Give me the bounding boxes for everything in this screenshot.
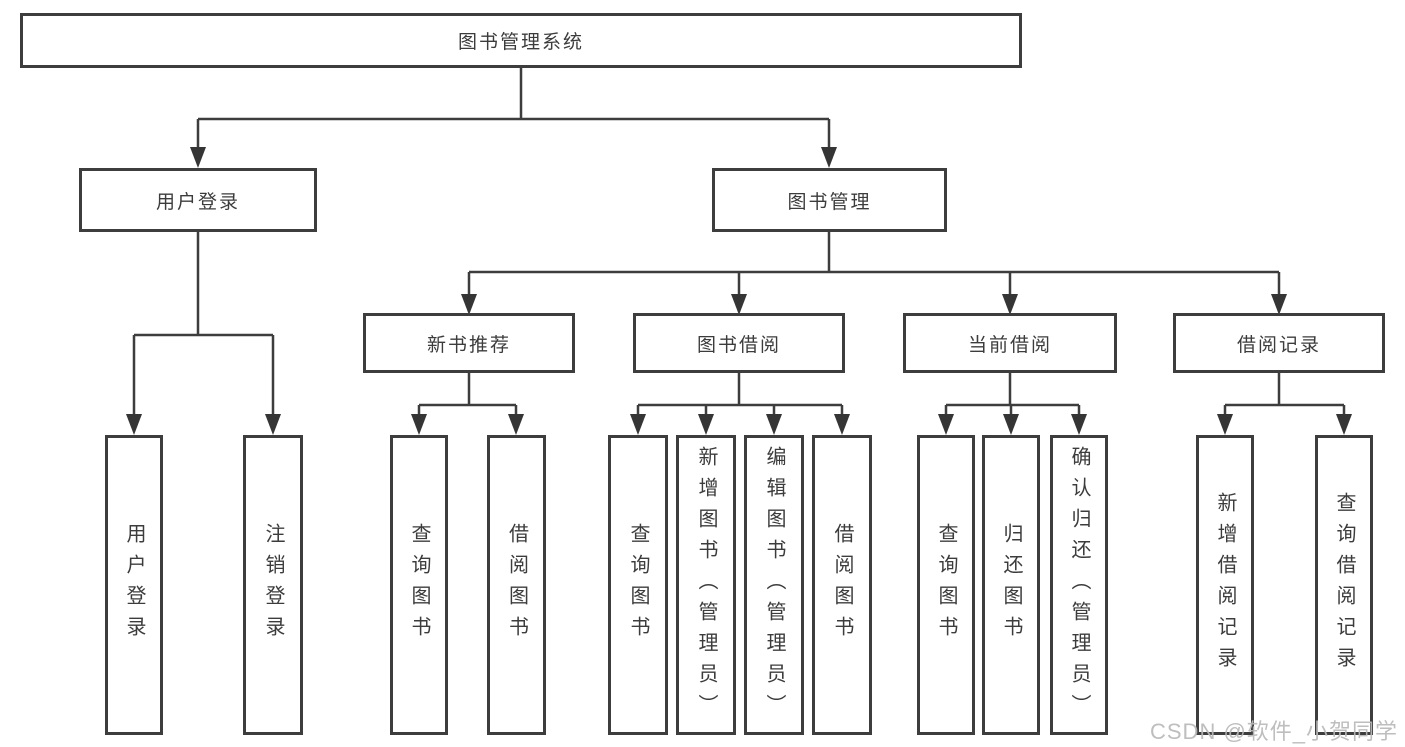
leaf-label: 借阅图书 bbox=[505, 523, 528, 647]
node-label: 图书管理 bbox=[787, 191, 872, 213]
leaf-borrow-books-recommend: 借阅图书 bbox=[487, 435, 546, 735]
leaf-label: 归还图书 bbox=[1000, 523, 1022, 647]
leaf-add-borrow-record: 新增借阅记录 bbox=[1196, 435, 1254, 735]
node-book-borrowing: 图书借阅 bbox=[633, 313, 845, 373]
leaf-borrow-books: 借阅图书 bbox=[812, 435, 872, 735]
node-label: 图书管理系统 bbox=[457, 32, 584, 53]
leaf-query-books-borrow: 查询图书 bbox=[608, 435, 668, 735]
leaf-label: 确认归还（管理员） bbox=[1068, 445, 1090, 725]
node-label: 用户登录 bbox=[155, 191, 240, 213]
node-user-login: 用户登录 bbox=[79, 168, 317, 232]
leaf-return-books: 归还图书 bbox=[982, 435, 1040, 735]
connector-path bbox=[132, 68, 1346, 417]
leaf-label: 查询图书 bbox=[627, 523, 649, 647]
leaf-label: 注销登录 bbox=[262, 523, 284, 647]
leaf-edit-books-admin: 编辑图书（管理员） bbox=[744, 435, 804, 735]
leaf-user-login: 用户登录 bbox=[105, 435, 163, 735]
leaf-label: 新增图书（管理员） bbox=[695, 445, 717, 725]
arrowheads bbox=[126, 147, 1352, 435]
leaf-confirm-return-admin: 确认归还（管理员） bbox=[1050, 435, 1108, 735]
node-borrowing-records: 借阅记录 bbox=[1173, 313, 1385, 373]
leaf-label: 用户登录 bbox=[123, 523, 145, 647]
leaf-label: 查询图书 bbox=[408, 523, 430, 647]
node-new-book-recommendation: 新书推荐 bbox=[363, 313, 575, 373]
node-label: 当前借阅 bbox=[967, 334, 1052, 356]
node-label: 借阅记录 bbox=[1236, 334, 1321, 356]
node-label: 图书借阅 bbox=[696, 334, 781, 356]
csdn-watermark: CSDN @软件_小贺同学 bbox=[1150, 719, 1399, 744]
leaf-label: 查询图书 bbox=[935, 523, 957, 647]
node-current-borrowing: 当前借阅 bbox=[903, 313, 1117, 373]
leaf-logout: 注销登录 bbox=[243, 435, 303, 735]
node-library-management-system: 图书管理系统 bbox=[20, 13, 1022, 68]
leaf-query-books-recommend: 查询图书 bbox=[390, 435, 448, 735]
leaf-query-borrow-record: 查询借阅记录 bbox=[1315, 435, 1373, 735]
leaf-label: 新增借阅记录 bbox=[1214, 492, 1236, 678]
leaf-label: 编辑图书（管理员） bbox=[763, 445, 785, 725]
leaf-label: 借阅图书 bbox=[831, 523, 853, 647]
leaf-add-books-admin: 新增图书（管理员） bbox=[676, 435, 736, 735]
leaf-query-books-current: 查询图书 bbox=[917, 435, 975, 735]
node-label: 新书推荐 bbox=[426, 334, 511, 356]
leaf-label: 查询借阅记录 bbox=[1333, 492, 1355, 678]
node-book-management: 图书管理 bbox=[712, 168, 947, 232]
